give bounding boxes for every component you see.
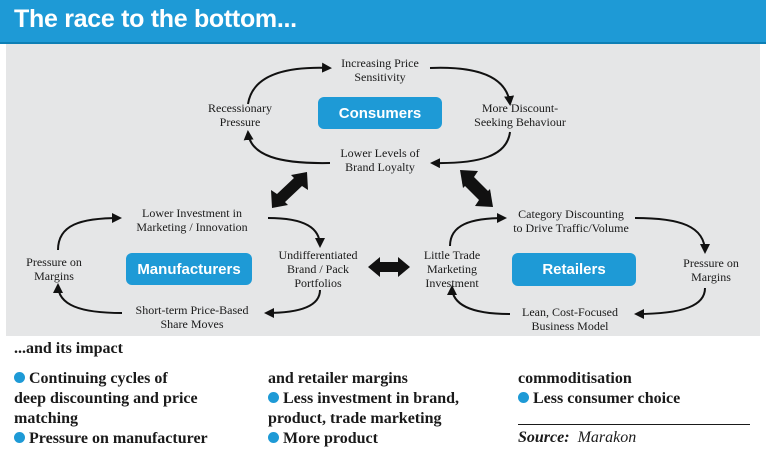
manufacturer-cycle-arrow [267,217,325,248]
source-divider [518,424,750,425]
bullet-icon [14,372,25,383]
double-arrow-consumers-retailers [462,177,493,207]
diagram-panel [6,44,760,336]
impact-line: Less consumer choice [518,389,680,409]
impact-column-1: Continuing cycles of deep discounting an… [14,369,208,449]
impact-line: and retailer margins [268,370,408,387]
impact-line: Pressure on manufacturer [14,429,208,449]
impact-line: commoditisation [518,370,632,387]
retailers-node: Retailers [512,253,636,286]
manufacturer-cycle-arrow [53,283,123,314]
bullet-icon [14,432,25,443]
bullet-icon [268,392,279,403]
impact-heading: ...and its impact [14,340,123,357]
retailer-cycle-arrow [634,217,710,254]
retailer-cycle-arrow [449,213,507,247]
retailer-cycle-arrow [447,285,511,315]
source-credit: Source: Marakon [518,429,637,446]
impact-column-2: and retailer margins Less investment in … [268,369,459,449]
title-bar: The race to the bottom... [0,0,766,44]
impact-line: deep discounting and price [14,390,198,407]
impact-line: More product [268,429,459,449]
manufacturer-cycle-arrow [264,289,321,318]
page-title: The race to the bottom... [14,5,297,33]
impact-line: Continuing cycles of [14,369,208,389]
consumer-cycle-arrow [429,66,515,106]
consumer-cycle-arrow [247,62,332,105]
impact-line: Less investment in brand, [268,389,459,409]
consumers-node: Consumers [318,97,442,129]
consumer-cycle-arrow [430,131,511,169]
impact-line: product, trade marketing [268,410,442,427]
manufacturers-node: Manufacturers [126,253,252,285]
double-arrow-consumers-manufacturers [271,177,301,208]
impact-line: matching [14,410,78,427]
impact-column-3: commoditisation Less consumer choice [518,369,680,409]
retailer-cycle-arrow [634,287,706,319]
bullet-icon [268,432,279,443]
double-arrow-manufacturers-retailers [368,257,410,277]
consumer-cycle-arrow [243,130,331,165]
consumer-cycle-right-label: More Discount-Seeking Behaviour [474,101,566,129]
manufacturer-cycle-arrow [57,213,122,251]
bullet-icon [518,392,529,403]
